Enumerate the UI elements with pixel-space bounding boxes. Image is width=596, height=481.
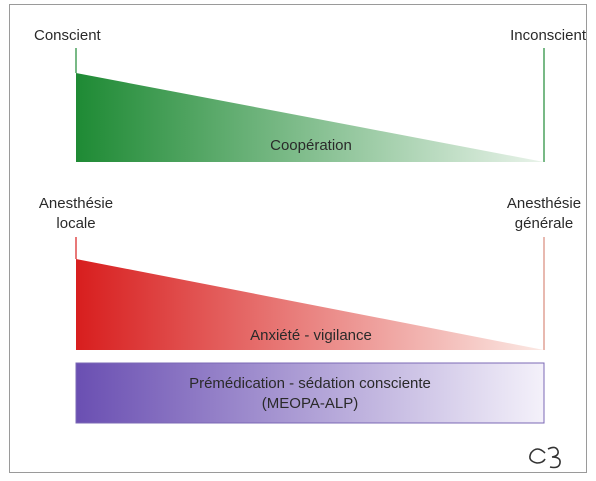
label-premedication-line1: Prémédication - sédation consciente bbox=[189, 375, 431, 392]
label-cooperation: Coopération bbox=[270, 137, 352, 154]
label-anesthesie-generale-line1: Anesthésie bbox=[507, 195, 581, 212]
cooperation-wedge bbox=[76, 73, 544, 162]
label-conscient: Conscient bbox=[34, 27, 102, 44]
label-premedication-line2: (MEOPA-ALP) bbox=[262, 395, 358, 412]
anxiety-wedge bbox=[76, 259, 544, 350]
label-anxiete-vigilance: Anxiété - vigilance bbox=[250, 327, 372, 344]
label-anesthesie-locale-line1: Anesthésie bbox=[39, 195, 113, 212]
label-inconscient: Inconscient bbox=[510, 27, 587, 44]
label-anesthesie-locale-line2: locale bbox=[56, 215, 95, 232]
label-anesthesie-generale-line2: générale bbox=[515, 215, 573, 232]
premedication-bar bbox=[75, 362, 545, 424]
author-signature bbox=[529, 446, 561, 469]
